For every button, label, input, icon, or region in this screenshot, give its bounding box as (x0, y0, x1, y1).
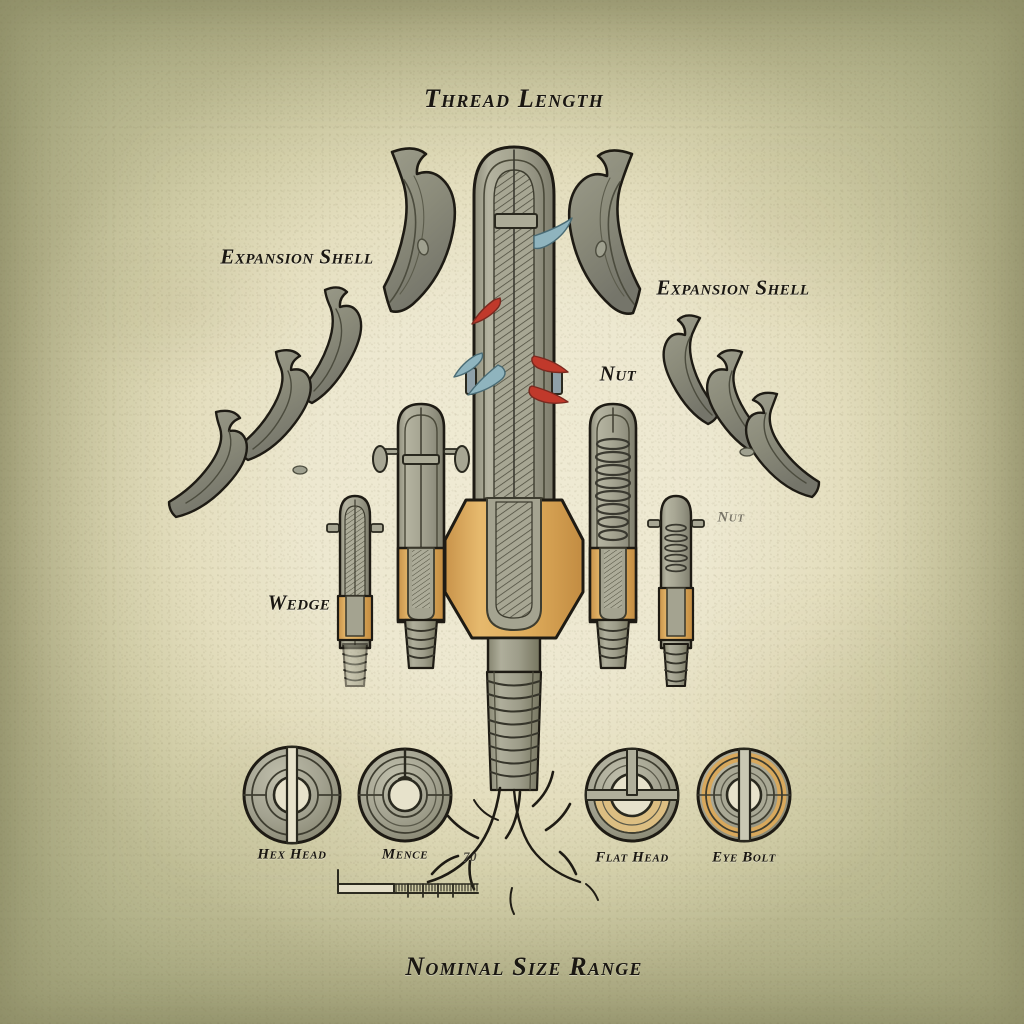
head-label-hex-head: Hex Head (257, 846, 327, 863)
callout-expansion-shell-left: Expansion Shell (220, 244, 374, 269)
bolt-wedge-large (372, 402, 470, 670)
accent-blue-upper (533, 217, 573, 250)
accent-red-mid (531, 355, 569, 374)
head-washer-hex-head (242, 745, 342, 845)
scale-tick-label: 70 (463, 849, 477, 864)
callout-nut-upper: Nut (599, 361, 637, 386)
diagram-title-top: Thread Length (424, 84, 604, 113)
head-label-flat-head: Flat Head (595, 849, 669, 866)
coil-spring (594, 437, 632, 542)
head-label-mence: Mence (381, 846, 429, 863)
root-tendrils (426, 770, 599, 915)
nominal-scale-bar (337, 869, 479, 898)
main-anchor-bolt (443, 145, 585, 792)
expansion-shell-right-group (567, 149, 821, 499)
bolt-wedge-small (326, 494, 384, 687)
accent-red-lower (528, 385, 569, 405)
bolt-spring-large (588, 402, 638, 670)
diagram-title-bottom: Nominal Size Range (405, 952, 643, 981)
bolt-spring-small (647, 494, 705, 687)
callout-expansion-shell-right: Expansion Shell (656, 275, 810, 300)
accent-blue-mid (453, 352, 484, 378)
head-washer-flat-head (584, 747, 680, 843)
accent-red-upper (471, 297, 502, 325)
callout-nut-lower: Nut (717, 509, 745, 526)
head-washer-mence (357, 747, 453, 843)
head-label-eye-bolt: Eye Bolt (712, 849, 776, 866)
expansion-shell-left-group (167, 147, 457, 519)
accent-blue-lower (467, 364, 506, 396)
threaded-shank (485, 670, 543, 792)
head-washer-eye-bolt (696, 747, 792, 843)
callout-wedge: Wedge (267, 590, 331, 615)
